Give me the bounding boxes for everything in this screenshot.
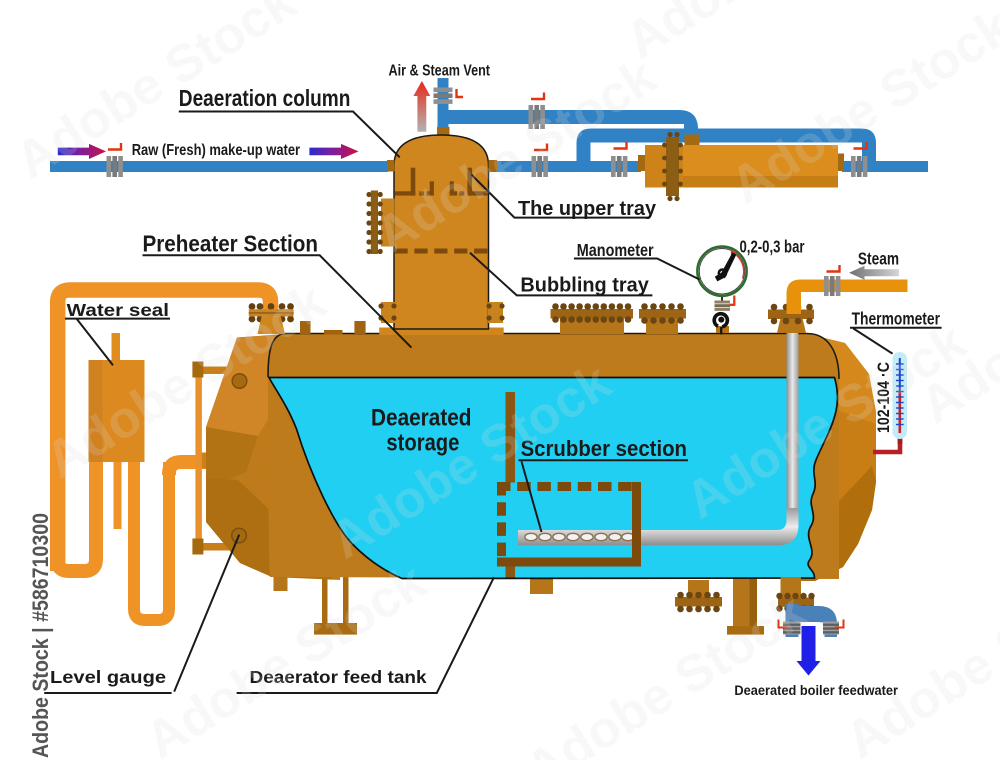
svg-text:Scrubber section: Scrubber section: [521, 436, 687, 461]
svg-text:Manometer: Manometer: [577, 240, 654, 260]
svg-text:Thermometer: Thermometer: [852, 309, 941, 329]
svg-text:Deaerated: Deaerated: [371, 404, 472, 431]
svg-text:Water seal: Water seal: [67, 300, 169, 320]
svg-text:storage: storage: [386, 430, 459, 457]
svg-text:Steam: Steam: [858, 248, 899, 268]
svg-text:Raw (Fresh) make-up water: Raw (Fresh) make-up water: [132, 142, 300, 159]
svg-text:Level gauge: Level gauge: [50, 667, 166, 687]
svg-text:102-104 ·C: 102-104 ·C: [875, 362, 893, 433]
svg-text:0,2-0,3 bar: 0,2-0,3 bar: [740, 236, 805, 256]
svg-text:Deaeration column: Deaeration column: [179, 85, 351, 111]
svg-text:Deaerated boiler feedwater: Deaerated boiler feedwater: [734, 682, 898, 698]
svg-text:Deaerator feed tank: Deaerator feed tank: [250, 667, 427, 687]
svg-text:Adobe Stock: Adobe Stock: [516, 583, 816, 760]
svg-text:Bubbling tray: Bubbling tray: [520, 274, 649, 296]
svg-text:Adobe Stock: Adobe Stock: [836, 553, 1000, 760]
svg-text:Adobe Stock: Adobe Stock: [616, 0, 916, 70]
svg-text:Adobe Stock: Adobe Stock: [836, 553, 1000, 760]
svg-text:Adobe Stock: Adobe Stock: [516, 583, 816, 760]
svg-text:Adobe Stock | #586710300: Adobe Stock | #586710300: [28, 513, 53, 758]
svg-text:Preheater Section: Preheater Section: [143, 230, 319, 256]
svg-text:Air & Steam Vent: Air & Steam Vent: [389, 63, 491, 80]
svg-text:Adobe Stock: Adobe Stock: [616, 0, 916, 70]
svg-text:The upper tray: The upper tray: [518, 197, 657, 220]
